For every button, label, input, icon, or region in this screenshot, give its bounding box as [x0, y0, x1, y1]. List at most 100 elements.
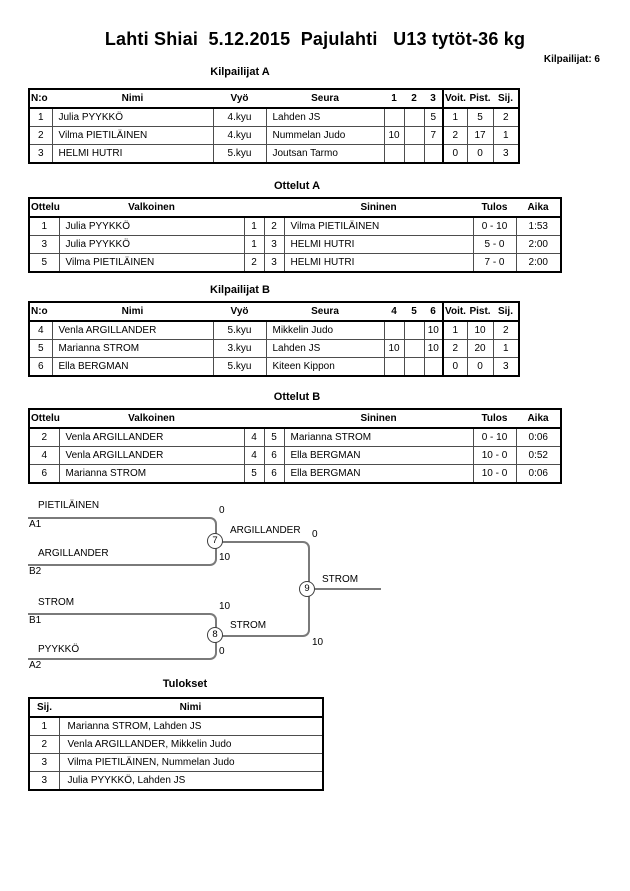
table-cell: Ella BERGMAN [283, 446, 474, 465]
bracket-score: 10 [219, 601, 231, 612]
table-cell: 4 [243, 446, 265, 465]
col-result: Tulos [481, 413, 508, 424]
bracket-winner-name: STROM [230, 620, 267, 631]
bracket-winner-name: STROM [322, 574, 359, 585]
table-cell: 5 [466, 107, 494, 127]
page-title: Lahti Shiai 5.12.2015 Pajulahti U13 tytö… [104, 29, 526, 49]
table-cell: 3 [492, 144, 520, 164]
table-cell [403, 144, 425, 164]
table-cell: 1 [492, 126, 520, 145]
table-cell: 7 [423, 126, 444, 145]
table-cell: 3 [28, 753, 60, 772]
match-number-circle: 7 [207, 533, 223, 549]
matches-a-heading: Ottelut A [273, 180, 321, 192]
table-cell: Marianna STROM [58, 464, 245, 484]
col-wins: Voit. [442, 89, 467, 108]
table-cell: 0 [442, 357, 468, 377]
pool-a-header-row: N:o Nimi Vyö Seura 1 2 3 Voit. Pist. Sij… [29, 89, 519, 108]
bracket-line [28, 613, 217, 637]
table-cell: 0:52 [515, 446, 562, 465]
col-opp-6: 6 [430, 306, 436, 317]
bracket-score: 10 [312, 637, 324, 648]
table-cell: 4 [28, 320, 53, 340]
table-cell: 5 - 0 [472, 235, 517, 254]
bracket-seed-label: B2 [29, 566, 42, 577]
table-cell: 5 [263, 427, 285, 447]
table-cell: 2 [28, 427, 60, 447]
col-place: Sij. [36, 702, 52, 713]
col-blue: Sininen [360, 202, 397, 213]
table-cell: Julia PYYKKÖ [51, 107, 214, 127]
table-cell [403, 320, 425, 340]
table-cell: 3.kyu [212, 339, 267, 358]
table-cell: 20 [466, 339, 494, 358]
table-cell: 1 [442, 320, 468, 340]
col-place: Sij. [497, 306, 513, 317]
bracket-line [28, 541, 217, 566]
table-cell: 2:00 [515, 235, 562, 254]
col-white-no [244, 409, 264, 428]
bracket-score: 0 [312, 529, 318, 540]
table-cell: Vilma PIETILÄINEN [283, 216, 474, 236]
table-cell: 0 [466, 144, 494, 164]
pool-b-heading: Kilpailijat B [210, 284, 270, 296]
table-cell: 2 [263, 216, 285, 236]
bracket-seed-label: B1 [29, 615, 42, 626]
table-cell: Vilma PIETILÄINEN [58, 253, 245, 273]
table-cell [423, 144, 444, 164]
matches-b-header-row: Ottelu Valkoinen Sininen Tulos Aika [29, 409, 561, 428]
table-cell: 2 [492, 320, 520, 340]
pool-b-header-row: N:o Nimi Vyö Seura 4 5 6 Voit. Pist. Sij… [29, 302, 519, 321]
col-points: Pist. [469, 306, 491, 317]
col-time: Aika [527, 413, 549, 424]
match-number-circle: 8 [207, 627, 223, 643]
table-cell: HELMI HUTRI [283, 253, 474, 273]
bracket-line [28, 517, 217, 543]
pool-a-table: N:o Nimi Vyö Seura 1 2 3 Voit. Pist. Sij… [28, 88, 520, 164]
col-wins: Voit. [442, 302, 467, 321]
table-cell: Joutsan Tarmo [265, 144, 385, 164]
table-cell: 3 [28, 144, 53, 164]
table-cell: 10 [383, 126, 405, 145]
table-cell [403, 357, 425, 377]
col-time: Aika [527, 202, 549, 213]
table-cell: 10 - 0 [472, 464, 517, 484]
col-match: Ottelu [31, 413, 60, 424]
table-cell: 0 - 10 [472, 427, 517, 447]
table-cell: Nummelan Judo [265, 126, 385, 145]
table-cell: 5.kyu [212, 357, 267, 377]
table-cell [403, 339, 425, 358]
table-cell: 10 [383, 339, 405, 358]
col-club: Seura [311, 306, 339, 317]
col-number: N:o [31, 306, 48, 317]
table-cell: 1 [243, 216, 265, 236]
match-number-circle: 9 [299, 581, 315, 597]
table-cell: 6 [28, 357, 53, 377]
table-cell: 5 [28, 339, 53, 358]
matches-b-heading: Ottelut B [273, 391, 321, 403]
table-cell: 4.kyu [212, 126, 267, 145]
table-cell: 1 [28, 216, 60, 236]
table-cell [423, 357, 444, 377]
bracket-seed-label: A2 [29, 660, 42, 671]
table-cell: 4 [28, 446, 60, 465]
table-cell: Marianna STROM [51, 339, 214, 358]
table-cell: 2 [28, 126, 53, 145]
table-cell: 4 [243, 427, 265, 447]
table-cell: 10 [466, 320, 494, 340]
table-cell [403, 107, 425, 127]
table-cell: 0 [442, 144, 468, 164]
table-cell: Julia PYYKKÖ [58, 235, 245, 254]
table-cell: 1:53 [515, 216, 562, 236]
table-cell: 3 [263, 235, 285, 254]
bracket-line [315, 588, 381, 590]
col-number: N:o [31, 93, 48, 104]
table-cell: Venla ARGILLANDER, Mikkelin Judo [58, 735, 324, 754]
